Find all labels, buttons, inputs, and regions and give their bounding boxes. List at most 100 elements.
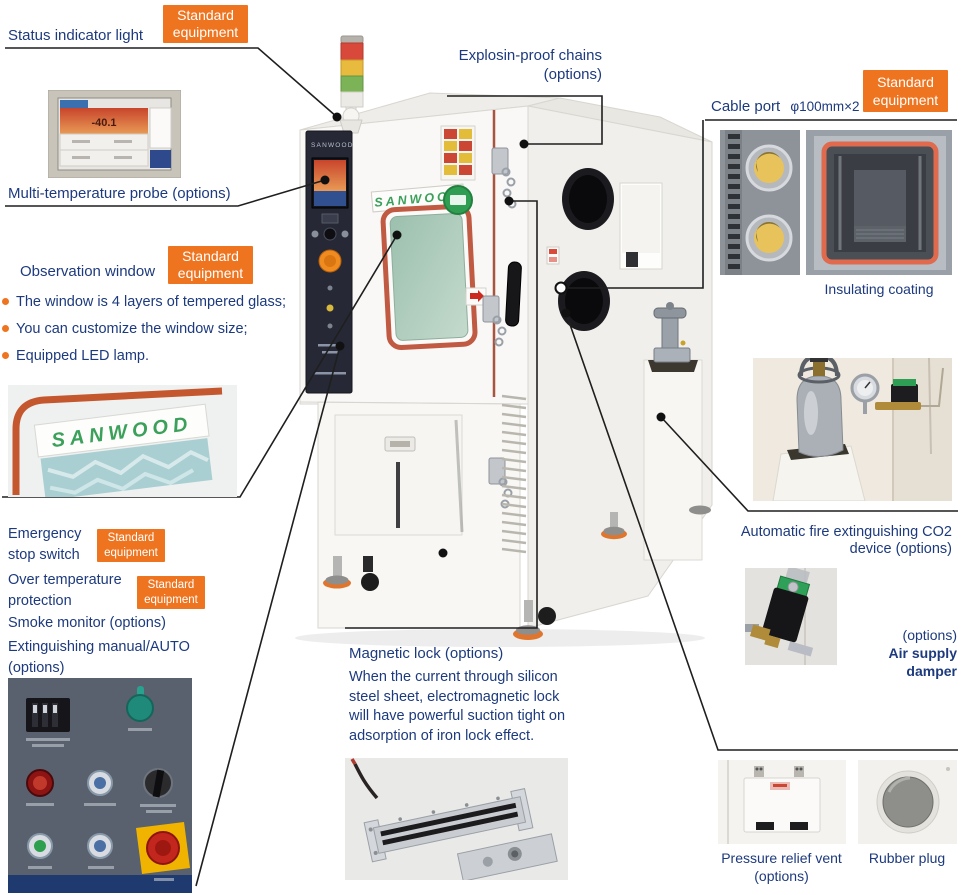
controller-panel-strip: SANWOOD [305, 130, 354, 394]
silver-button-2 [87, 833, 114, 869]
co2-device-photo [753, 358, 952, 501]
alarm-lamp [26, 769, 54, 806]
bullet-dot-icon [2, 298, 9, 305]
touchscreen [314, 160, 346, 191]
side-document-box [619, 182, 663, 270]
emergency-label: Emergency stop switch [8, 526, 82, 563]
callout-line-control-panel [195, 345, 341, 887]
callout-line-magnetic-lock [345, 200, 538, 629]
vent-box [743, 777, 821, 833]
green-logo-sticker [443, 185, 473, 215]
pressure-gauge [850, 373, 880, 414]
observation-title: Observation window [20, 263, 156, 280]
bullet-dot-icon [2, 352, 9, 359]
list-item: Equipped LED lamp. [2, 342, 286, 369]
callout-dot-multi-temp [320, 175, 330, 185]
cabinet-door [334, 414, 464, 536]
pressure-vent-photo [718, 760, 846, 844]
callout-line-explosion-chains [447, 95, 603, 145]
callout-dots [320, 112, 666, 558]
air-damper-caption: (options) Air supply damper [888, 627, 957, 679]
insulating-coating-photo [806, 130, 952, 275]
door-brand-sign: SANWOOD [370, 183, 466, 213]
callout-dot-observation [392, 230, 402, 240]
damper-valve-body [749, 568, 814, 657]
silver-button-1 [84, 770, 116, 806]
callout-dot-magnetic-lock [438, 548, 448, 558]
status-light-tower [339, 35, 364, 134]
rotary-selector [140, 768, 176, 813]
maglock-wire [353, 763, 379, 800]
callout-line-observation [2, 234, 398, 498]
door-handle [505, 261, 522, 327]
floor-shadow [295, 629, 705, 647]
observation-window-photo: SANWOOD [8, 385, 237, 497]
pressure-vent-caption: Pressure relief vent (options) [721, 850, 842, 884]
overtemp-label: Over temperature protection [8, 572, 122, 609]
callout-line-status-light [5, 47, 338, 118]
vent-brackets [754, 766, 804, 777]
rubber-plug-caption: Rubber plug [868, 850, 946, 866]
list-item: You can customize the window size; [2, 315, 286, 342]
co2-cylinder [796, 358, 844, 457]
callout-line-multi-temp [5, 179, 326, 207]
tower-green-light [340, 75, 364, 93]
control-panel-photo [8, 678, 192, 893]
callout-dot-rubber-plug [561, 308, 571, 318]
callout-lines [2, 47, 958, 887]
multi-temp-display-photo: -40.1 [48, 90, 181, 178]
magnetic-lock-photo [345, 758, 568, 880]
callout-dot-explosion-chains [519, 139, 529, 149]
estop-photo-button [136, 822, 190, 881]
callout-ring-cable-port [554, 281, 568, 295]
insulating-caption: Insulating coating [824, 281, 934, 297]
cable-port-label: Cable port φ100mm×2 [711, 98, 860, 115]
breaker-switch [26, 698, 70, 747]
multi-temp-label: Multi-temperature probe (options) [8, 185, 231, 202]
solenoid-valve [875, 367, 944, 410]
maglock-armature-plate [456, 833, 558, 880]
magnetic-lock-desc: When the current through silicon steel s… [349, 669, 566, 744]
callout-line-co2 [660, 416, 958, 512]
warning-label-sticker [440, 125, 476, 181]
callout-dot-magnetic-upper [504, 196, 514, 206]
green-button [27, 833, 53, 869]
test-chamber-illustration: SANWOOD SANWOOD [295, 35, 713, 647]
door-latches-chains [482, 147, 517, 509]
port-hole-lower [745, 214, 793, 262]
side-red-sticker [546, 246, 560, 265]
observation-bullets: The window is 4 layers of tempered glass… [2, 288, 286, 369]
display-temperature-value: -40.1 [91, 117, 116, 129]
cabinet-vent-slats [501, 394, 527, 554]
callout-dot-control-panel [335, 341, 345, 351]
callout-line-cable-port [567, 119, 957, 289]
port-hole-upper [745, 144, 793, 192]
maglock-body [363, 788, 534, 863]
rubber-plug-photo [858, 760, 957, 844]
explosion-chains-label: Explosin-proof chains (options) [458, 47, 602, 83]
smoke-label: Smoke monitor (options) [8, 615, 166, 631]
tower-yellow-light [340, 59, 364, 77]
callout-dot-status-light [332, 112, 342, 122]
callout-line-rubber-plug [565, 312, 958, 751]
rubber-plug-disc [882, 776, 934, 828]
co2-caption: Automatic fire extinguishing CO2 device … [740, 524, 952, 557]
side-cable-ports [558, 168, 614, 331]
cable-port-photo [720, 130, 800, 275]
tower-red-light [340, 42, 364, 61]
power-toggle [126, 686, 154, 731]
list-item: The window is 4 layers of tempered glass… [2, 288, 286, 315]
magnetic-lock-title: Magnetic lock (options) [349, 645, 504, 662]
extinguishing-label: Extinguishing manual/AUTO (options) [8, 639, 190, 676]
status-light-label: Status indicator light [8, 27, 144, 44]
bullet-dot-icon [2, 325, 9, 332]
strip-brand-text: SANWOOD [311, 142, 354, 149]
co2-pedestal [643, 302, 703, 561]
